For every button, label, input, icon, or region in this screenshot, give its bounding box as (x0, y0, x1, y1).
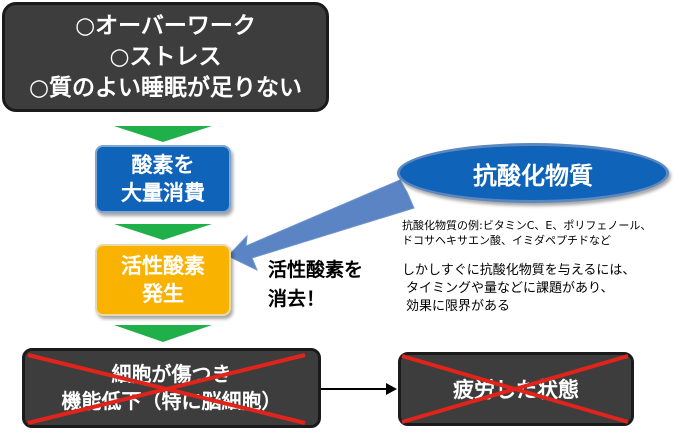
antioxidant-label: 抗酸化物質 (473, 161, 593, 190)
result-arrowhead (386, 383, 397, 395)
antioxidant-examples: 抗酸化物質の例:ビタミンC、E、ポリフェノール、 ドコサヘキサエン酸、イミダペプ… (402, 218, 651, 248)
oxygen-consumption-line1: 酸素を (131, 153, 195, 177)
eliminate-label: 活性酸素を 消去！ (268, 256, 363, 314)
down-arrow-3 (114, 325, 212, 342)
oxygen-consumption-line2: 大量消費 (121, 181, 205, 205)
cause-poor-sleep: ○質のよい睡眠が足りない (28, 74, 303, 101)
eliminate-label-line2: 消去！ (268, 288, 326, 310)
down-arrow-2 (114, 224, 212, 240)
antioxidant-examples-line1: 抗酸化物質の例:ビタミンC、E、ポリフェノール、 (402, 219, 652, 232)
antioxidant-note-line3: 効果に限界がある (406, 299, 511, 314)
active-oxygen-box: 活性酸素 発生 (95, 244, 231, 316)
oxygen-consumption-box: 酸素を 大量消費 (95, 145, 231, 213)
antioxidant-note-line2: タイミングや量などに課題があり、 (406, 281, 614, 296)
eliminate-label-line1: 活性酸素を (268, 259, 364, 281)
cause-overwork: ○オーバーワーク (75, 12, 256, 39)
active-oxygen-line2: 発生 (142, 282, 184, 306)
antioxidant-note: しかしすぐに抗酸化物質を与えるには、 タイミングや量などに課題があり、 効果に限… (402, 262, 635, 316)
active-oxygen-line1: 活性酸素 (121, 254, 205, 278)
cross-fatigue-b (401, 354, 629, 424)
causes-box: ○オーバーワーク ○ストレス ○質のよい睡眠が足りない (2, 2, 329, 112)
cross-damage-b (27, 353, 306, 425)
cause-stress: ○ストレス (109, 43, 222, 70)
antioxidant-note-line1: しかしすぐに抗酸化物質を与えるには、 (402, 263, 636, 278)
antioxidant-examples-line2: ドコサヘキサエン酸、イミダペプチドなど (402, 234, 611, 247)
down-arrow-1 (114, 126, 212, 142)
antioxidant-oval: 抗酸化物質 (397, 143, 669, 203)
